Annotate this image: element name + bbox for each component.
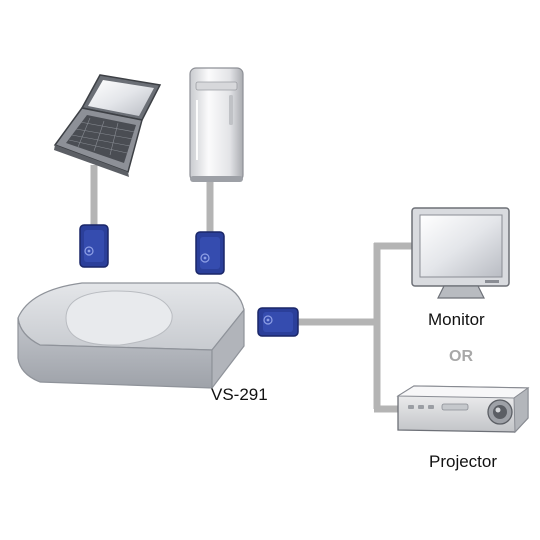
or-label: OR (449, 348, 473, 365)
desktop-tower-icon (189, 67, 244, 182)
laptop-icon (53, 74, 162, 177)
cables (90, 165, 418, 413)
monitor-label: Monitor (428, 310, 485, 329)
kvm-switch-icon (17, 282, 245, 390)
projector-label: Projector (429, 452, 497, 471)
switch-output-vga-connector-icon (257, 307, 299, 337)
tower-vga-connector-icon (195, 231, 225, 275)
projector-icon (396, 385, 530, 434)
switch-model-label: VS-291 (211, 385, 268, 404)
monitor-icon (411, 207, 510, 299)
laptop-vga-connector-icon (79, 224, 109, 268)
